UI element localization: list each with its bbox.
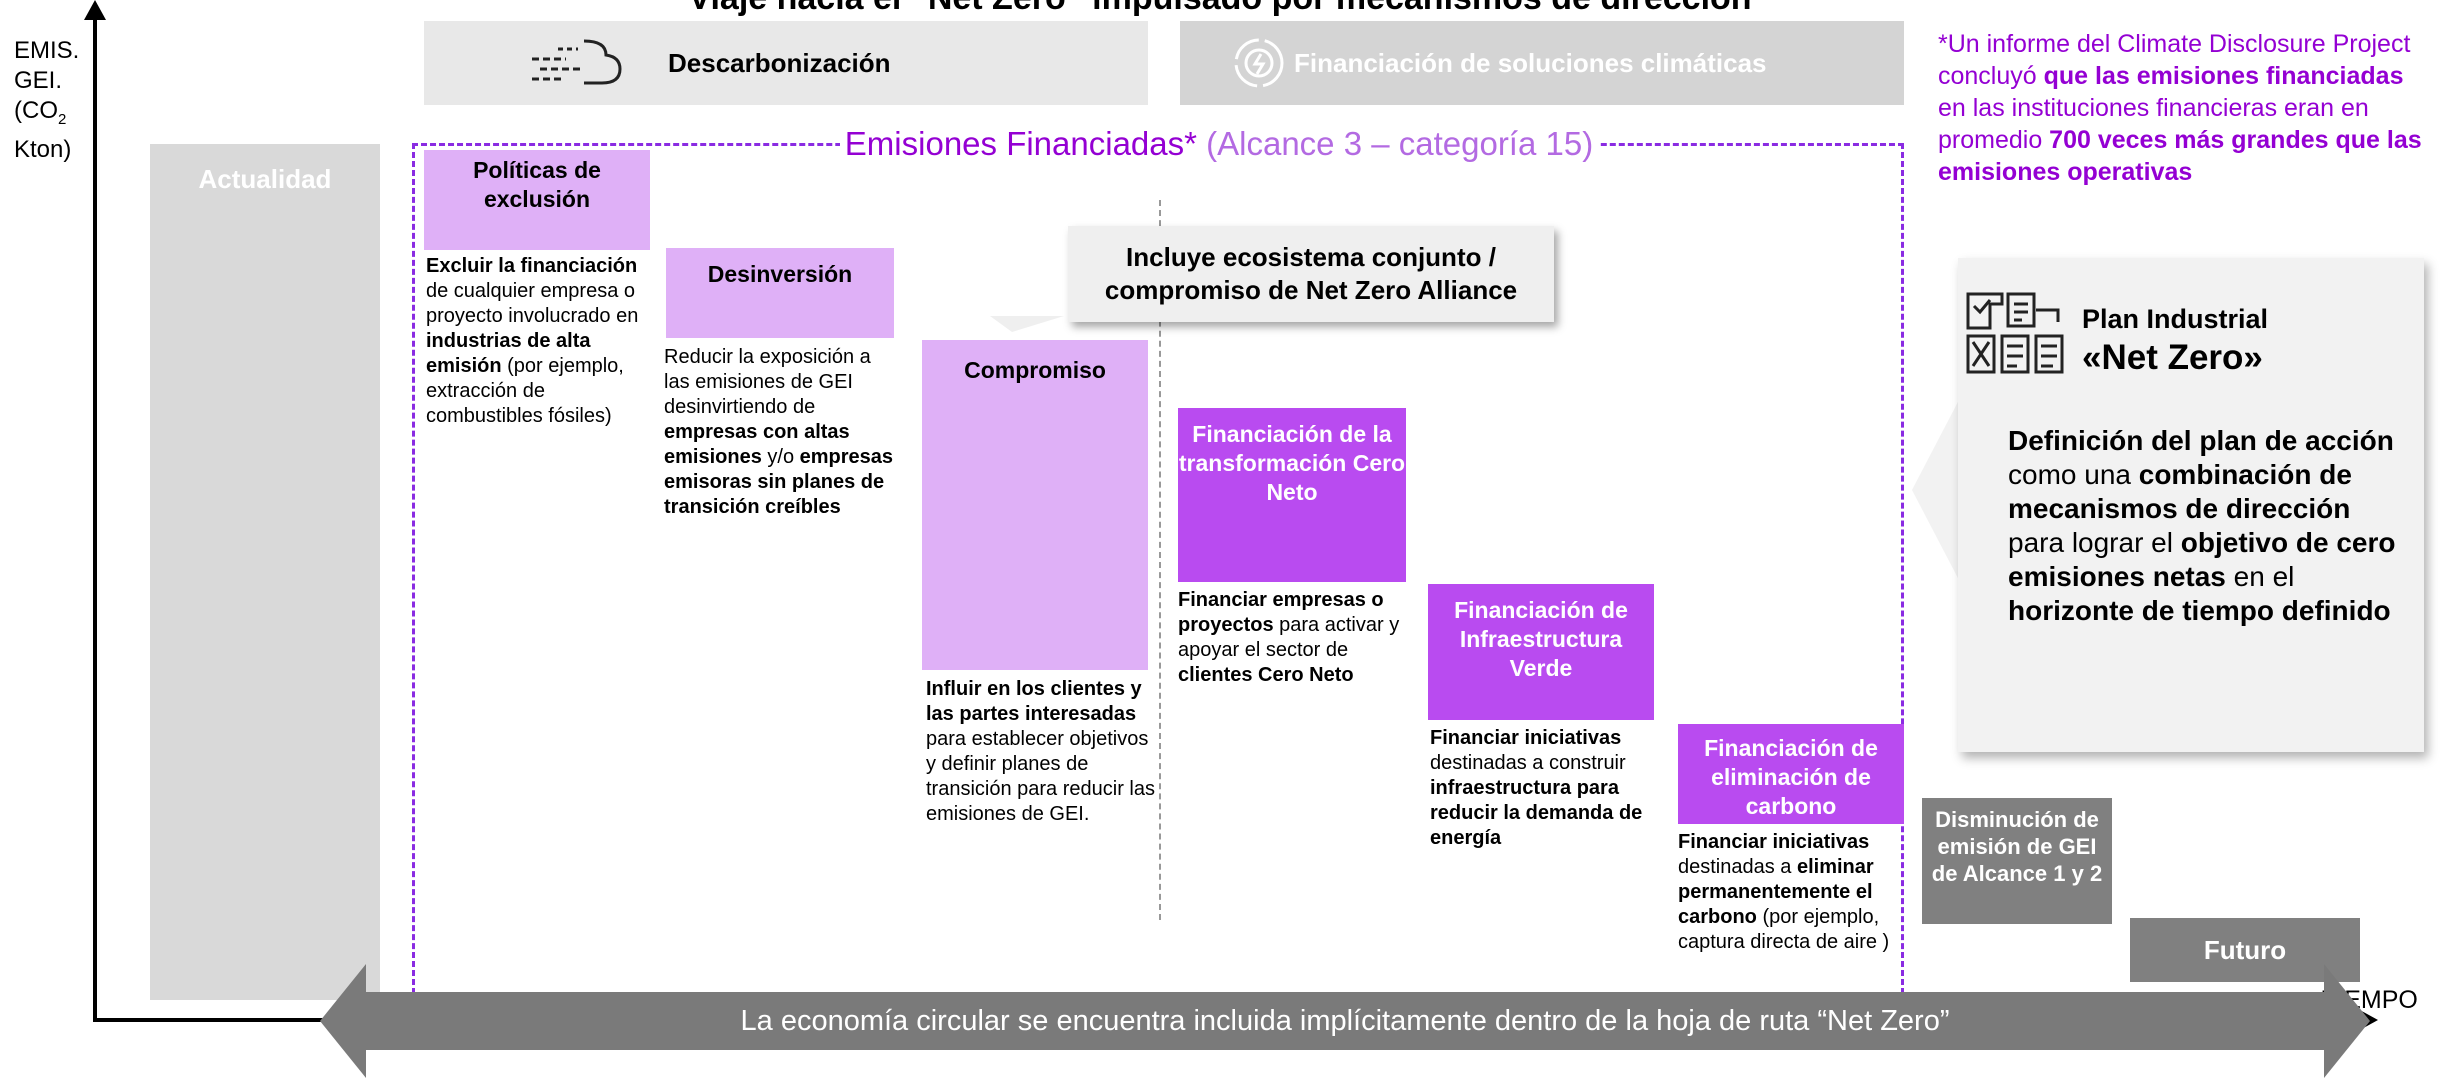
financed-emissions-title: Emisiones Financiadas* (Alcance 3 – cate… <box>840 124 1598 164</box>
transformation-finance-box: Financiación de la transformación Cero N… <box>1178 408 1406 582</box>
exclusion-policies-box: Políticas de exclusión <box>424 150 650 250</box>
commitment-box: Compromiso <box>922 340 1148 670</box>
y-axis <box>93 10 97 1022</box>
alliance-callout: Incluye ecosistema conjunto / compromiso… <box>1068 226 1554 322</box>
plan-title-net-zero: «Net Zero» <box>2082 338 2263 377</box>
future-box: Futuro <box>2130 918 2360 982</box>
circular-economy-arrow-right <box>2324 964 2370 1078</box>
divestment-desc: Reducir la exposición a las emisiones de… <box>664 346 894 518</box>
y-axis-label: EMIS. GEI. (CO2 Kton) <box>14 37 80 163</box>
green-infrastructure-desc: Financiar iniciativas destinadas a const… <box>1430 727 1643 849</box>
decarbonization-label: Descarbonización <box>668 48 891 78</box>
finance-cycle-icon <box>1234 38 1284 88</box>
plan-title: Plan Industrial <box>2082 304 2269 334</box>
climate-finance-band: Financiación de soluciones climáticas <box>1180 21 1904 105</box>
exclusion-policies-desc: Excluir la financiación de cualquier emp… <box>426 255 639 427</box>
plan-documents-icon <box>1966 292 2064 374</box>
divider-line <box>1159 200 1161 920</box>
wind-cloud-icon <box>532 39 622 85</box>
page-title: Viaje hacia el “Net Zero” impulsado por … <box>0 0 2440 18</box>
today-label: Actualidad <box>198 164 332 194</box>
y-axis-arrowhead <box>84 0 106 20</box>
callout-pointer <box>990 316 1064 332</box>
divestment-box: Desinversión <box>666 248 894 338</box>
climate-finance-label: Financiación de soluciones climáticas <box>1294 48 1767 78</box>
transformation-finance-desc: Financiar empresas o proyectos para acti… <box>1178 589 1400 686</box>
carbon-removal-desc: Financiar iniciativas destinadas a elimi… <box>1678 831 1890 953</box>
climate-disclosure-note: *Un informe del Climate Disclosure Proje… <box>1938 30 2422 186</box>
green-infrastructure-box: Financiación de Infraestructura Verde <box>1428 584 1654 720</box>
circular-economy-arrow-left <box>320 964 366 1078</box>
decarbonization-band: Descarbonización <box>424 21 1148 105</box>
carbon-removal-box: Financiación de eliminación de carbono <box>1678 724 1904 824</box>
commitment-desc: Influir en los clientes y las partes int… <box>926 678 1155 825</box>
plan-description: Definición del plan de acción como una c… <box>2008 425 2396 626</box>
plan-pointer <box>1912 398 1960 582</box>
scope-1-2-reduction-box: Disminución de emisión de GEI de Alcance… <box>1922 798 2112 924</box>
today-bar <box>150 144 380 1000</box>
circular-economy-arrow: La economía circular se encuentra inclui… <box>364 992 2326 1050</box>
